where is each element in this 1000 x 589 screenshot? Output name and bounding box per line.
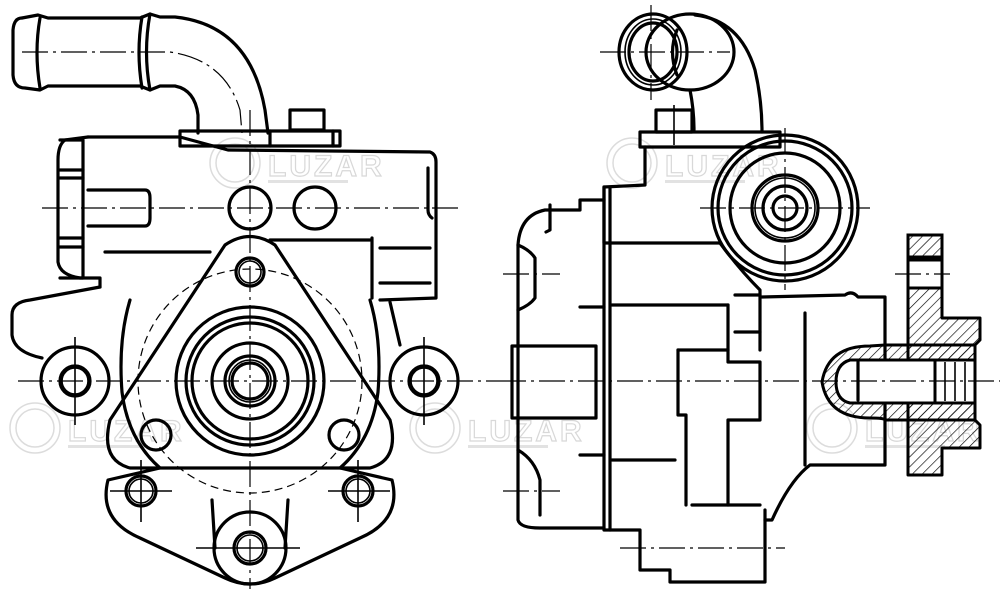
front-view (10, 12, 500, 589)
sectioned-hub (820, 233, 982, 477)
front-housing (760, 291, 887, 522)
watermark-3: LUZAR (409, 402, 585, 454)
watermark-2: LUZAR (9, 402, 182, 454)
watermark-text: LUZAR (468, 415, 585, 448)
cover-boss (510, 344, 598, 420)
flange-bolt (288, 108, 326, 132)
watermark-text: LUZAR (665, 150, 782, 183)
side-flange (638, 130, 782, 149)
left-lug (10, 285, 102, 360)
pressure-port (86, 188, 152, 228)
watermark-4: LUZAR (606, 137, 782, 189)
watermark-1: LUZAR (209, 137, 385, 189)
flange-hole-left (139, 418, 173, 452)
inlet-pipe (11, 12, 270, 135)
watermark-text: LUZAR (268, 150, 385, 183)
side-view (500, 5, 1000, 584)
flange-hole-right (327, 418, 361, 452)
triangular-flange (105, 234, 395, 470)
end-cover (516, 198, 606, 530)
pump-body-outline (86, 135, 438, 302)
